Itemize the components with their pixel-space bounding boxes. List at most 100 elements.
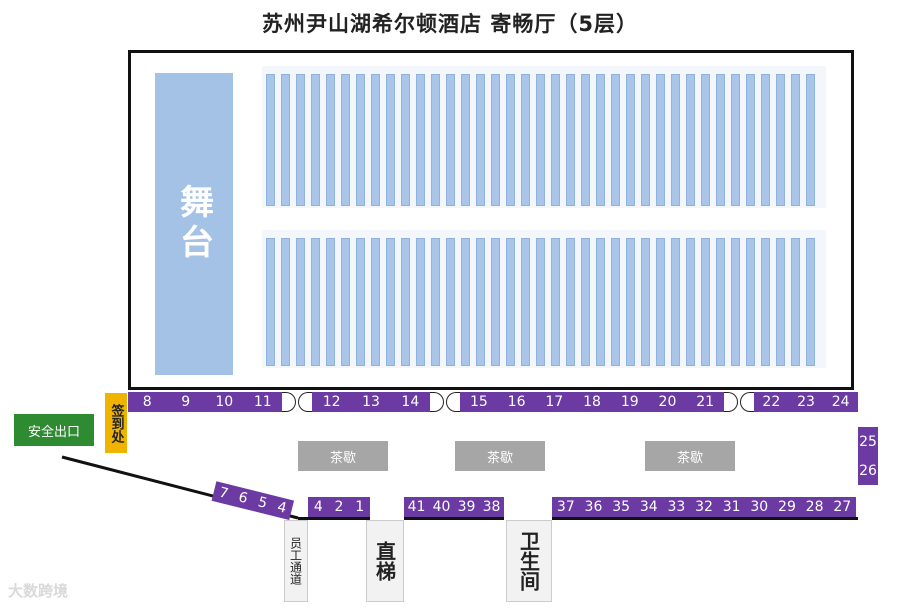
booth[interactable]: 20 — [658, 394, 677, 410]
booth[interactable]: 29 — [778, 499, 796, 515]
bottom-wall — [298, 517, 370, 520]
booth[interactable]: 24 — [831, 394, 850, 410]
booth[interactable]: 2 — [334, 499, 344, 515]
booth[interactable]: 30 — [750, 499, 769, 515]
stage: 舞台 — [155, 73, 233, 375]
seat-column — [416, 238, 425, 366]
seat-column — [656, 238, 665, 366]
seat-column — [701, 238, 710, 366]
seat-column — [716, 74, 725, 206]
booth-group-top-a: 8 9 10 11 — [128, 392, 282, 412]
booth[interactable]: 33 — [667, 499, 686, 515]
seat-column — [761, 238, 770, 366]
booth[interactable]: 14 — [401, 394, 420, 410]
booth[interactable]: 41 — [407, 499, 426, 515]
seat-column — [626, 238, 635, 366]
elevator: 直梯 — [366, 520, 404, 602]
booth[interactable]: 32 — [695, 499, 713, 515]
seat-column — [386, 238, 395, 366]
booth[interactable]: 18 — [583, 394, 601, 410]
bottom-wall — [552, 517, 858, 520]
seat-column — [776, 238, 785, 366]
tea-break: 茶歇 — [455, 441, 545, 471]
booth[interactable]: 8 — [142, 394, 152, 410]
seat-column — [371, 238, 380, 366]
booth[interactable]: 40 — [432, 499, 451, 515]
seat-column — [596, 74, 605, 206]
seat-column — [536, 74, 545, 206]
seat-column — [551, 238, 560, 366]
booth[interactable]: 13 — [362, 394, 380, 410]
booth[interactable]: 19 — [620, 394, 639, 410]
booth-group-top-b: 12 13 14 — [312, 392, 430, 412]
seat-column — [281, 74, 290, 206]
seat-column — [581, 238, 590, 366]
seat-column — [536, 238, 545, 366]
seat-column — [806, 238, 815, 366]
booth[interactable]: 27 — [833, 499, 852, 515]
booth[interactable]: 34 — [639, 499, 658, 515]
booth[interactable]: 15 — [469, 394, 488, 410]
booth[interactable]: 12 — [322, 394, 341, 410]
seat-column — [731, 238, 740, 366]
booth[interactable]: 35 — [612, 499, 631, 515]
seat-column — [791, 74, 800, 206]
seat-column — [311, 238, 320, 366]
seat-column — [266, 238, 275, 366]
booth[interactable]: 23 — [797, 394, 815, 410]
booth-group-right: 25 26 — [858, 427, 878, 485]
booth[interactable]: 22 — [762, 394, 781, 410]
seat-column — [566, 238, 575, 366]
seat-column — [686, 238, 695, 366]
seat-column — [356, 238, 365, 366]
seat-column — [641, 74, 650, 206]
booth[interactable]: 10 — [215, 394, 234, 410]
booth-group-top-c: 15 16 17 18 19 20 21 — [460, 392, 724, 412]
seat-column — [476, 74, 485, 206]
seat-column — [266, 74, 275, 206]
booth[interactable]: 4 — [275, 499, 289, 517]
booth[interactable]: 1 — [355, 499, 365, 515]
booth[interactable]: 25 — [859, 433, 877, 450]
booth-group-bottom-a: 4 2 1 — [308, 497, 370, 517]
booth[interactable]: 11 — [253, 394, 272, 410]
booth[interactable]: 16 — [507, 394, 526, 410]
seat-column — [701, 74, 710, 206]
seat-column — [626, 74, 635, 206]
booth[interactable]: 28 — [805, 499, 824, 515]
seat-column — [611, 74, 620, 206]
seat-column — [731, 74, 740, 206]
booth[interactable]: 36 — [584, 499, 603, 515]
seat-column — [326, 74, 335, 206]
bottom-wall — [404, 517, 504, 520]
booth[interactable]: 37 — [556, 499, 575, 515]
booth-group-top-d: 22 23 24 — [754, 392, 858, 412]
seat-column — [476, 238, 485, 366]
booth[interactable]: 39 — [457, 499, 476, 515]
seat-column — [431, 238, 440, 366]
seat-column — [671, 74, 680, 206]
seat-column — [371, 74, 380, 206]
booth[interactable]: 38 — [482, 499, 501, 515]
seat-column — [401, 74, 410, 206]
emergency-exit: 安全出口 — [14, 414, 94, 446]
door — [430, 392, 444, 412]
tea-break: 茶歇 — [645, 441, 735, 471]
seat-column — [776, 74, 785, 206]
seat-column — [491, 238, 500, 366]
seat-column — [386, 74, 395, 206]
seat-column — [296, 74, 305, 206]
hall-wall — [128, 50, 854, 390]
seat-column — [581, 74, 590, 206]
booth[interactable]: 4 — [313, 499, 323, 515]
seat-column — [806, 74, 815, 206]
booth[interactable]: 31 — [722, 499, 741, 515]
seat-column — [596, 238, 605, 366]
booth[interactable]: 9 — [181, 394, 191, 410]
restroom: 卫生间 — [506, 520, 552, 602]
seat-column — [326, 238, 335, 366]
booth[interactable]: 17 — [545, 394, 564, 410]
seat-column — [401, 238, 410, 366]
booth[interactable]: 21 — [696, 394, 715, 410]
booth[interactable]: 26 — [859, 462, 877, 479]
